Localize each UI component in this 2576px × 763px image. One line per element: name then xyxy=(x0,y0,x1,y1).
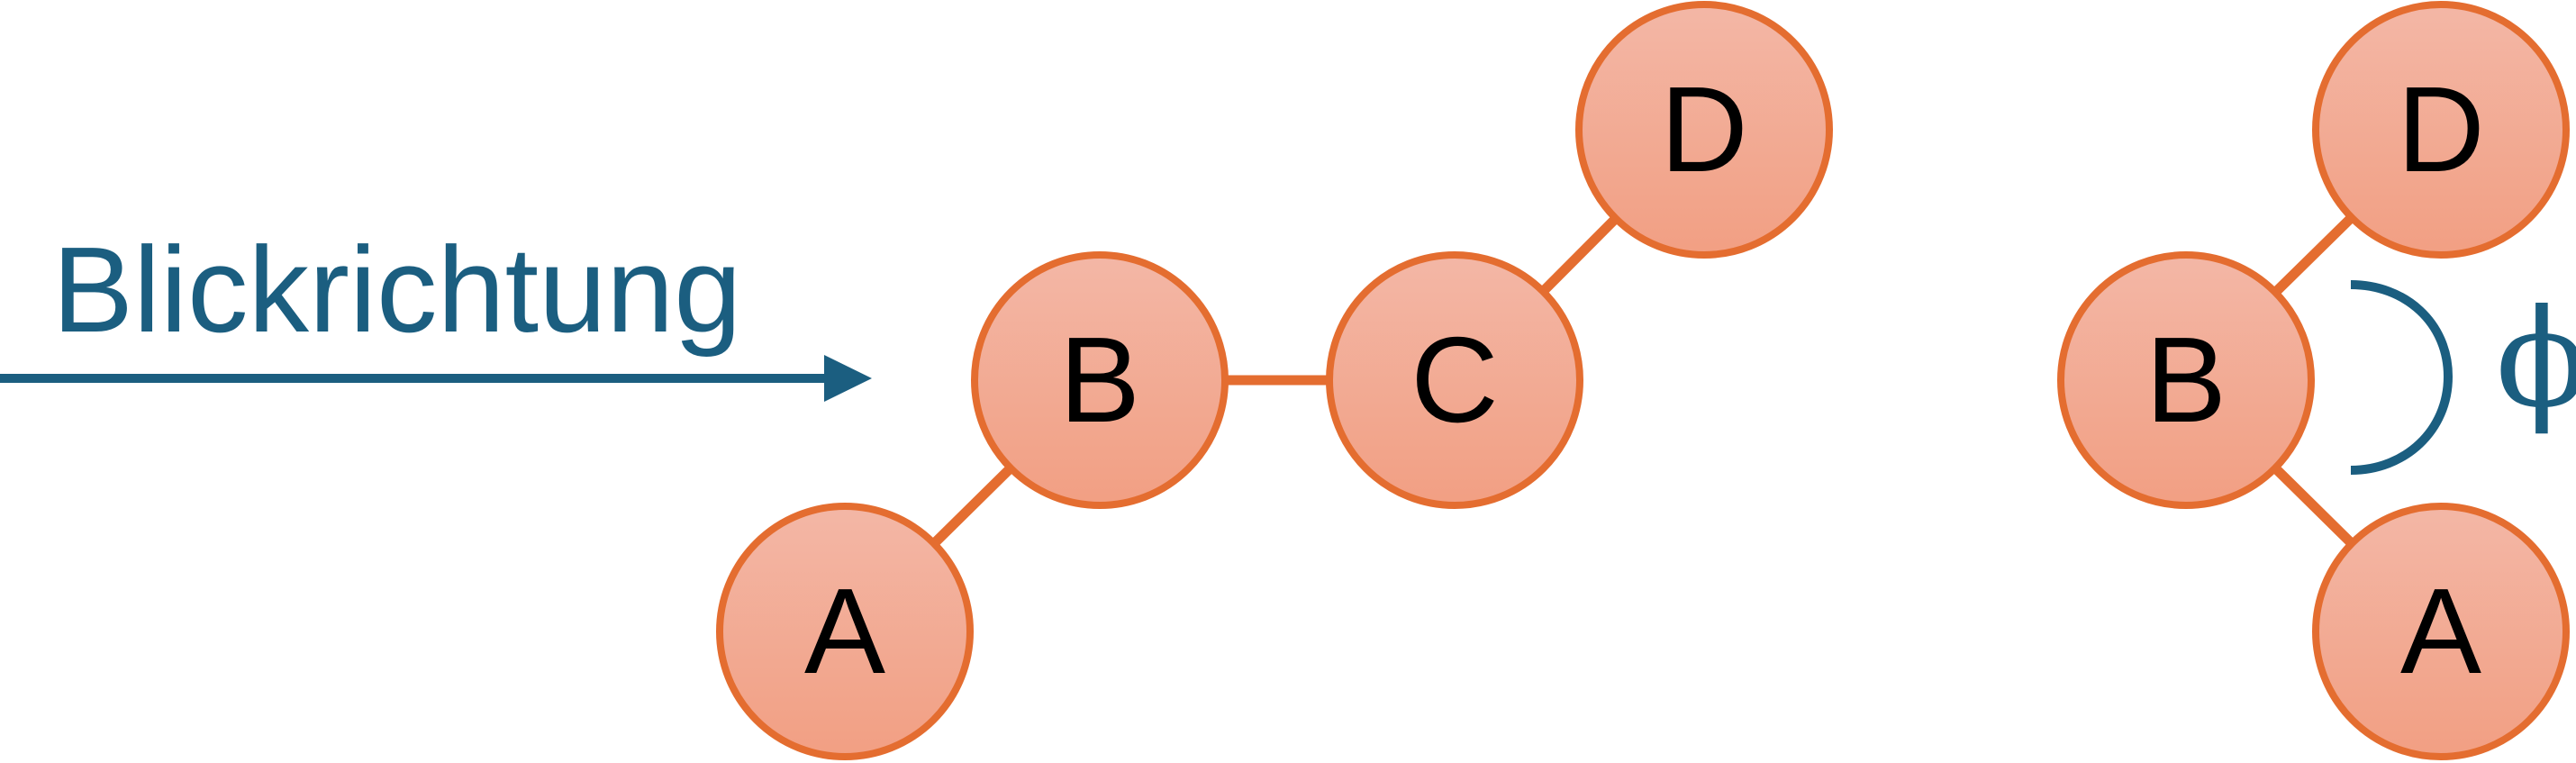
dihedral-angle: ϕ xyxy=(2350,280,2576,475)
atom-d: D xyxy=(1575,1,1833,259)
projected-atom-a: A xyxy=(2312,503,2570,760)
atom-label-c: C xyxy=(1410,312,1499,448)
dihedral-angle-arc-icon xyxy=(2350,280,2454,475)
right-projection: B D A xyxy=(2057,1,2570,760)
left-molecule: A B C D xyxy=(716,1,1833,760)
projected-atom-b: B xyxy=(2057,251,2315,509)
view-direction: Blickrichtung xyxy=(0,222,872,402)
projected-atom-label-a: A xyxy=(2400,563,2481,699)
atom-label-b: B xyxy=(1059,312,1140,448)
atom-label-d: D xyxy=(1660,61,1748,197)
view-direction-label: Blickrichtung xyxy=(52,222,741,358)
atom-c: C xyxy=(1326,251,1583,509)
atom-a: A xyxy=(716,503,974,760)
view-direction-arrow-icon xyxy=(0,355,872,402)
projected-atom-d: D xyxy=(2312,1,2570,259)
atom-b: B xyxy=(971,251,1229,509)
dihedral-angle-symbol: ϕ xyxy=(2496,281,2576,438)
projected-atom-label-b: B xyxy=(2145,312,2227,448)
atom-label-a: A xyxy=(804,563,885,699)
projected-atom-label-d: D xyxy=(2397,61,2485,197)
